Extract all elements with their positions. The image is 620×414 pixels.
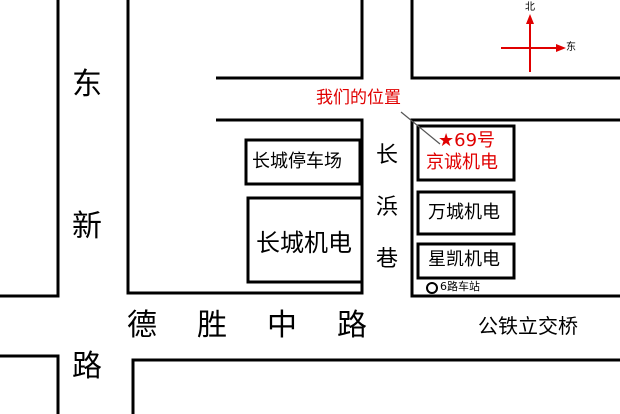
wancheng-box <box>416 190 516 236</box>
compass-east-label: 东 <box>566 42 576 53</box>
road-desheng-char-1: 德 <box>127 308 157 343</box>
block-east-north <box>410 0 620 80</box>
alley-changbin-char-2: 浜 <box>376 195 399 220</box>
block-north-middle <box>216 0 364 80</box>
jingcheng-box <box>416 124 516 182</box>
jingcheng-number-label: ★69号 <box>438 130 496 151</box>
changcheng-electric-label: 长城机电 <box>256 229 352 257</box>
bus-stop-icon <box>426 282 438 294</box>
compass-north-label: 北 <box>525 2 535 13</box>
road-dongxin-char-1: 东 <box>72 67 102 102</box>
changcheng-parking-box <box>244 138 362 186</box>
bus-stop-label: 6路车站 <box>440 280 480 293</box>
block-south <box>131 358 620 414</box>
road-dongxin-char-3: 路 <box>72 349 102 384</box>
gongtie-bridge-label: 公铁立交桥 <box>478 314 578 338</box>
our-location-label: 我们的位置 <box>316 88 401 108</box>
road-dongxin-char-2: 新 <box>72 209 102 244</box>
block-west-top <box>0 0 60 298</box>
changcheng-parking-label: 长城停车场 <box>252 151 342 172</box>
road-desheng-char-3: 中 <box>267 308 297 343</box>
compass-icon <box>501 14 566 72</box>
block-east-south <box>410 118 620 298</box>
road-desheng-char-4: 路 <box>337 308 367 343</box>
annotation-pointer <box>400 111 441 145</box>
xingkai-electric-label: 星凯机电 <box>428 249 500 270</box>
block-central <box>126 0 364 295</box>
alley-changbin-char-3: 巷 <box>376 247 399 272</box>
changcheng-electric-box <box>246 196 364 284</box>
jingcheng-name-label: 京诚机电 <box>426 152 498 173</box>
alley-changbin-char-1: 长 <box>376 143 399 168</box>
block-west-bottom <box>0 354 60 414</box>
xingkai-box <box>416 242 516 280</box>
wancheng-electric-label: 万城机电 <box>428 202 500 223</box>
road-desheng-char-2: 胜 <box>197 308 227 343</box>
